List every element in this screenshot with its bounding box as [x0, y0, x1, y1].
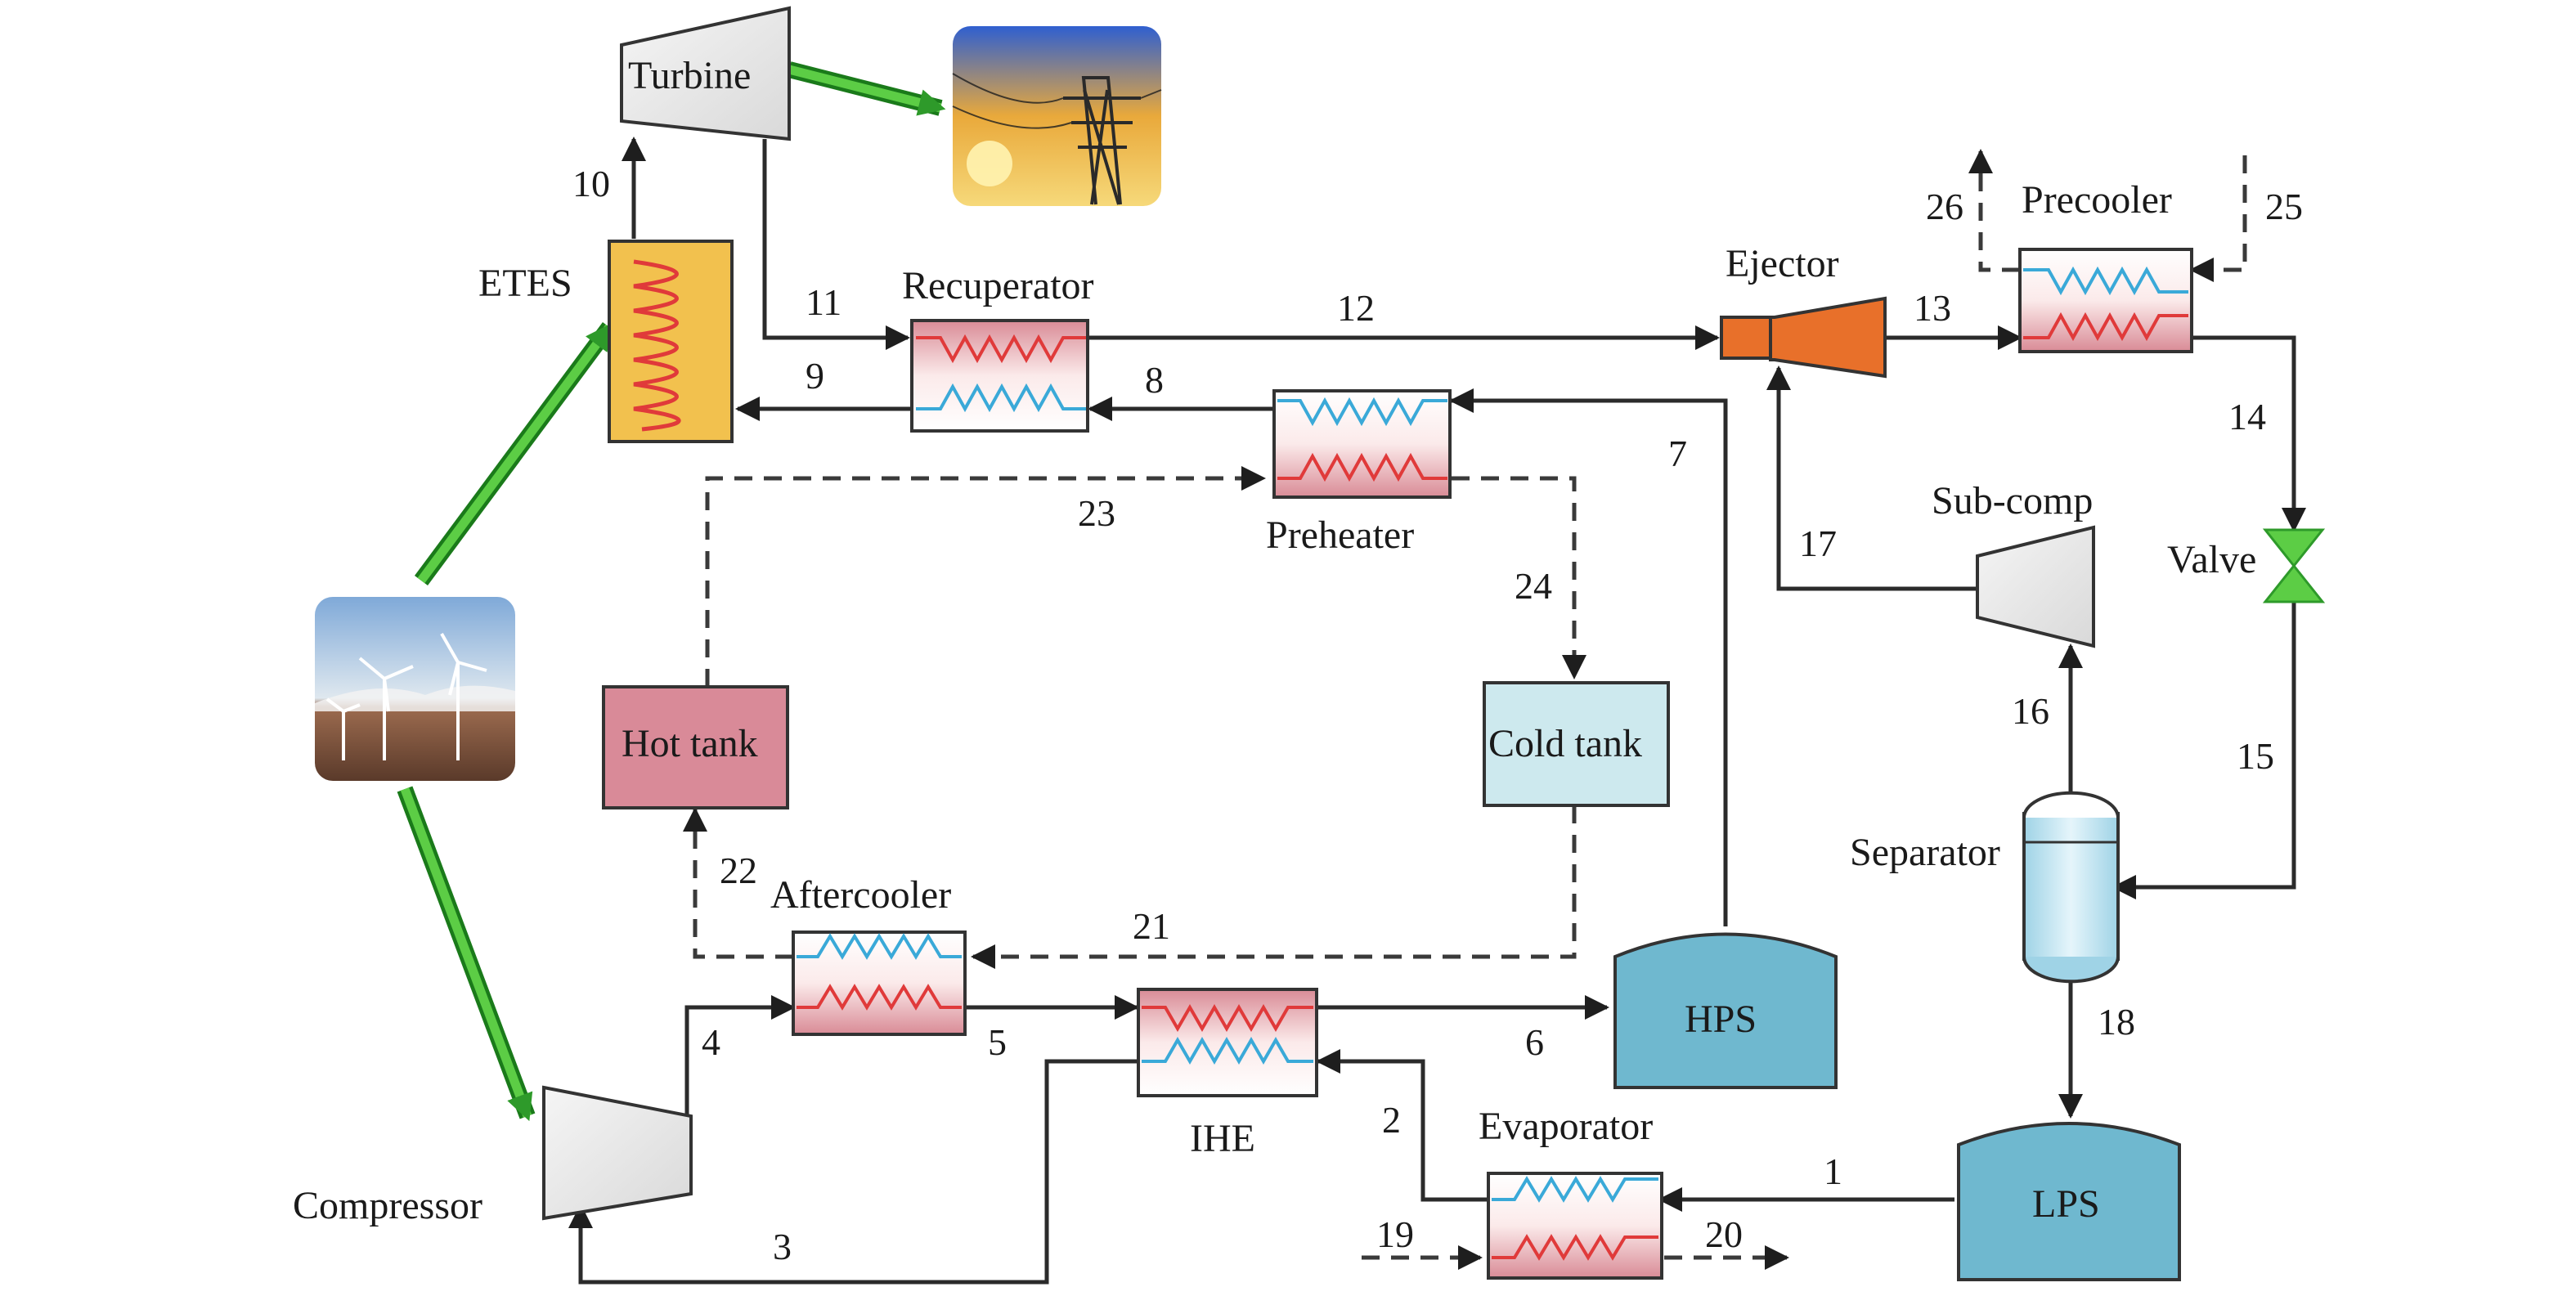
process-pipes	[568, 137, 2306, 1285]
stream-label: 21	[1133, 905, 1170, 947]
aftercooler-label: Aftercooler	[770, 873, 951, 917]
ejector-label: Ejector	[1726, 242, 1839, 285]
lps-label: LPS	[2032, 1182, 2100, 1226]
separator: Separator	[1850, 791, 2120, 984]
etes-unit: ETES	[478, 240, 734, 443]
cold-tank-label: Cold tank	[1488, 722, 1642, 765]
turbine-label: Turbine	[628, 54, 751, 97]
compressor: Compressor	[293, 1085, 693, 1227]
preheater: Preheater	[1266, 389, 1452, 557]
stream-label: 20	[1705, 1213, 1743, 1255]
cold-tank: Cold tank	[1483, 681, 1670, 807]
ihe: IHE	[1137, 988, 1318, 1160]
recuperator: Recuperator	[902, 264, 1094, 433]
sub-comp-label: Sub-comp	[1932, 479, 2093, 522]
lps-tank: LPS	[1957, 1122, 2181, 1281]
preheater-label: Preheater	[1266, 513, 1414, 557]
ihe-label: IHE	[1190, 1117, 1255, 1160]
stream-label: 2	[1382, 1099, 1401, 1141]
stream-label: 10	[572, 163, 610, 204]
stream-labels: 1 2 3 4 5 6 7 8 9 10 11 12 13 14 15 16 1…	[572, 163, 2303, 1267]
stream-label: 6	[1525, 1021, 1544, 1063]
stream-label: 8	[1145, 359, 1164, 401]
separator-label: Separator	[1850, 831, 2000, 874]
stream-label: 26	[1926, 186, 1963, 227]
valve: Valve	[2167, 528, 2326, 603]
ejector: Ejector	[1720, 242, 1887, 379]
stream-label: 7	[1668, 433, 1687, 474]
hot-tank-label: Hot tank	[622, 722, 758, 765]
stream-label: 4	[702, 1021, 720, 1063]
recuperator-label: Recuperator	[902, 264, 1094, 307]
stream-label: 19	[1376, 1213, 1414, 1255]
stream-label: 25	[2265, 186, 2303, 227]
power-grid-photo	[952, 26, 1162, 206]
stream-label: 3	[773, 1226, 792, 1267]
stream-label: 11	[806, 281, 841, 323]
etes-label: ETES	[478, 262, 572, 305]
stream-label: 14	[2228, 396, 2266, 437]
aftercooler: Aftercooler	[770, 873, 967, 1036]
storage-loop	[683, 149, 2247, 1270]
stream-label: 5	[988, 1021, 1007, 1063]
precooler-label: Precooler	[2022, 178, 2172, 222]
evaporator: Evaporator	[1479, 1105, 1663, 1280]
hot-tank: Hot tank	[602, 685, 789, 809]
power-flow-arrows	[397, 61, 946, 1122]
stream-label: 17	[1799, 522, 1837, 564]
stream-label: 24	[1515, 565, 1552, 607]
wind-farm-photo	[315, 597, 515, 781]
stream-label: 12	[1337, 287, 1375, 329]
stream-label: 18	[2098, 1001, 2135, 1043]
stream-label: 1	[1824, 1150, 1842, 1192]
turbine: Turbine	[620, 6, 791, 141]
stream-label: 15	[2237, 735, 2274, 777]
stream-label: 16	[2012, 690, 2049, 732]
stream-label: 22	[720, 850, 757, 891]
compressor-label: Compressor	[293, 1184, 482, 1227]
hps-label: HPS	[1685, 998, 1757, 1041]
stream-label: 23	[1078, 492, 1115, 534]
evaporator-label: Evaporator	[1479, 1105, 1653, 1148]
valve-label: Valve	[2167, 538, 2256, 581]
hps-tank: HPS	[1613, 932, 1838, 1089]
sub-compressor: Sub-comp	[1932, 479, 2095, 648]
stream-label: 13	[1914, 287, 1951, 329]
stream-label: 9	[806, 355, 824, 397]
precooler: Precooler	[2018, 178, 2193, 353]
